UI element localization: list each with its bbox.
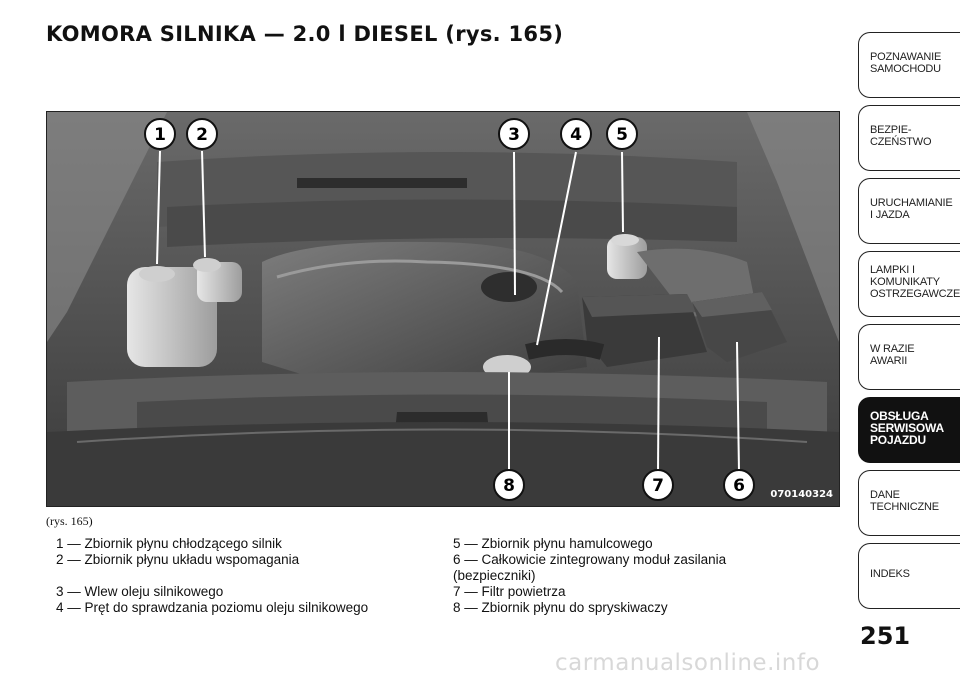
- tab-label-line: AWARII: [870, 355, 908, 367]
- svg-text:3: 3: [508, 125, 520, 145]
- callout-3: 3: [498, 118, 530, 150]
- engine-bay-illustration: 1 2 3 4 5 6 7 8: [47, 112, 839, 506]
- svg-text:7: 7: [652, 476, 664, 496]
- svg-text:2: 2: [196, 125, 208, 145]
- page-number: 251: [860, 622, 911, 650]
- tab-label-line: OBSŁUGA: [870, 409, 929, 423]
- tab-label-line: KOMUNIKATY: [870, 276, 940, 288]
- legend-item: 3 — Wlew oleju silnikowego: [56, 584, 224, 599]
- callout-8: 8: [493, 469, 525, 501]
- callout-7: 7: [642, 469, 674, 501]
- svg-text:5: 5: [616, 125, 628, 145]
- callout-1: 1: [144, 118, 176, 150]
- legend-item: 5 — Zbiornik płynu hamulcowego: [453, 536, 653, 551]
- tab-label-line: TECHNICZNE: [870, 501, 939, 513]
- tab-label-line: URUCHAMIANIE: [870, 197, 953, 209]
- tab-label-line: I JAZDA: [870, 209, 910, 221]
- legend-spacer: [56, 568, 436, 584]
- tab-label-line: CZEŃSTWO: [870, 136, 932, 148]
- svg-text:4: 4: [570, 125, 582, 145]
- callout-5: 5: [606, 118, 638, 150]
- legend-right: 5 — Zbiornik płynu hamulcowego 6 — Całko…: [453, 536, 833, 616]
- figure-caption: (rys. 165): [46, 514, 93, 528]
- tab-label-line: LAMPKI I: [870, 264, 915, 276]
- legend-item: 4 — Pręt do sprawdzania poziomu oleju si…: [56, 600, 369, 615]
- tab-label-line: W RAZIE: [870, 343, 915, 355]
- legend-item: 6 — Całkowicie zintegrowany moduł zasila…: [453, 552, 727, 567]
- tab-bezpieczenstwo[interactable]: BEZPIE- CZEŃSTWO: [858, 105, 960, 171]
- tab-obsluga-serwisowa[interactable]: OBSŁUGA SERWISOWA POJAZDU: [858, 397, 960, 463]
- tab-label-line: SERWISOWA: [870, 421, 944, 435]
- engine-bay-figure: 1 2 3 4 5 6 7 8 070140324: [46, 111, 840, 507]
- tab-w-razie-awarii[interactable]: W RAZIE AWARII: [858, 324, 960, 390]
- tab-indeks[interactable]: INDEKS: [858, 543, 960, 609]
- tab-label-line: BEZPIE-: [870, 124, 912, 136]
- legend-left: 1 — Zbiornik płynu chłodzącego silnik 2 …: [56, 536, 436, 616]
- svg-text:8: 8: [503, 476, 515, 496]
- legend-item: 7 — Filtr powietrza: [453, 584, 566, 599]
- callout-2: 2: [186, 118, 218, 150]
- tab-lampki-i-komunikaty[interactable]: LAMPKI I KOMUNIKATY OSTRZEGAWCZE: [858, 251, 960, 317]
- legend-item: 8 — Zbiornik płynu do spryskiwaczy: [453, 600, 668, 615]
- callout-4: 4: [560, 118, 592, 150]
- tab-label-line: POZNAWANIE: [870, 51, 942, 63]
- tab-label-line: POJAZDU: [870, 433, 926, 447]
- legend-item: 2 — Zbiornik płynu układu wspomagania: [56, 552, 300, 567]
- legend-item: 1 — Zbiornik płynu chłodzącego silnik: [56, 536, 282, 551]
- figure-code: 070140324: [770, 489, 833, 500]
- legend-item-continuation: (bezpieczniki): [453, 568, 536, 583]
- watermark: carmanualsonline.info: [555, 650, 821, 676]
- svg-text:1: 1: [154, 125, 166, 145]
- tab-uruchamianie-i-jazda[interactable]: URUCHAMIANIE I JAZDA: [858, 178, 960, 244]
- tab-label-line: SAMOCHODU: [870, 63, 941, 75]
- page-title: KOMORA SILNIKA — 2.0 l DIESEL (rys. 165): [46, 22, 564, 46]
- tab-label-line: DANE: [870, 489, 900, 501]
- tab-dane-techniczne[interactable]: DANE TECHNICZNE: [858, 470, 960, 536]
- tab-label-line: INDEKS: [870, 568, 910, 580]
- tab-label-line: OSTRZEGAWCZE: [870, 288, 960, 300]
- svg-text:6: 6: [733, 476, 745, 496]
- callout-6: 6: [723, 469, 755, 501]
- tab-poznawanie-samochodu[interactable]: POZNAWANIE SAMOCHODU: [858, 32, 960, 98]
